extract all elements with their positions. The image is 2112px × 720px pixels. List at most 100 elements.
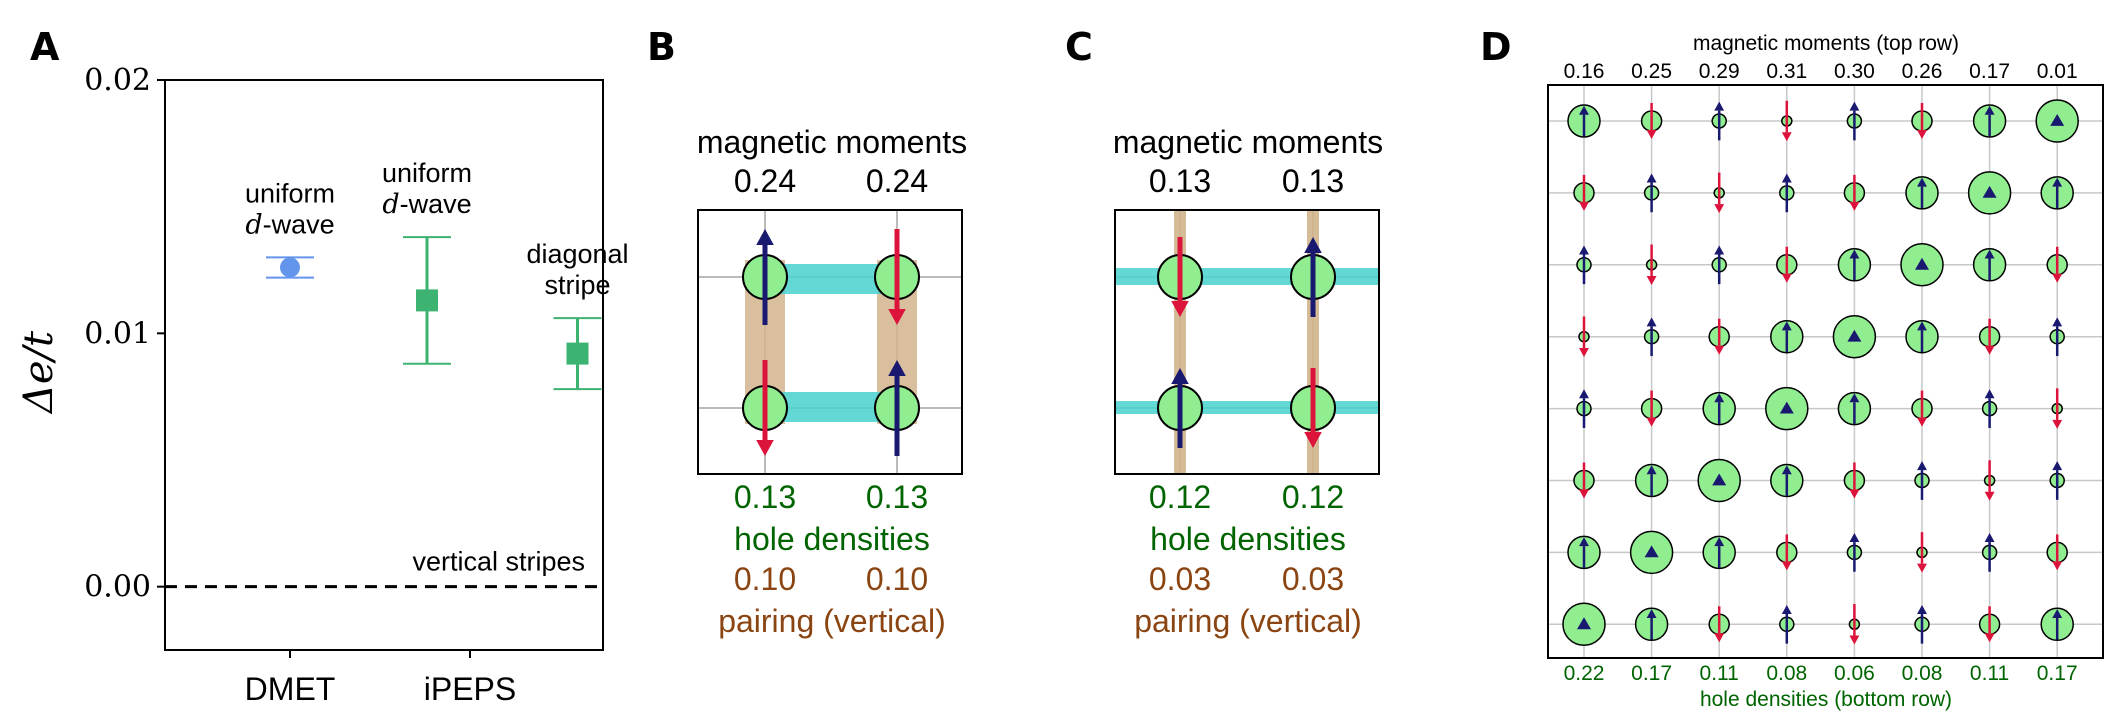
spin-arrow-head <box>1849 533 1860 543</box>
spin-arrow-down <box>2052 388 2063 429</box>
spin-arrow-down <box>1984 318 1995 355</box>
spin-arrow-up <box>888 360 906 456</box>
spin-arrow-down <box>1171 237 1189 317</box>
panel-d-bottom-value: 0.08 <box>1902 662 1943 685</box>
spin-arrow-head <box>2052 609 2063 618</box>
spin-arrow-up <box>1714 245 1725 285</box>
panel-b-pairing-2: 0.10 <box>866 561 928 597</box>
spin-arrow-up <box>1579 389 1589 428</box>
panel-a-point-label-line2: d-wave <box>245 209 334 240</box>
spin-arrow-down <box>1917 532 1927 573</box>
panel-a-y-ticks: 0.000.010.02 <box>84 63 165 605</box>
spin-small-up <box>1712 473 1727 486</box>
panel-d-frame <box>1547 84 2104 659</box>
spin-arrow-up <box>1646 465 1657 496</box>
spin-arrow-head <box>1781 132 1792 142</box>
spin-arrow-head <box>1304 432 1322 448</box>
spin-arrow-down <box>1646 103 1657 139</box>
panel-d-top-value: 0.31 <box>1766 60 1807 83</box>
panel-d-top-value: 0.26 <box>1902 60 1943 83</box>
spin-arrow-down <box>1714 318 1725 355</box>
spin-arrow-head <box>1917 604 1927 614</box>
spin-arrow-head <box>1984 345 1995 355</box>
spin-arrow-up <box>1714 537 1725 568</box>
panel-a-point-label-line1: diagonal <box>526 239 628 269</box>
panel-a-marker-square <box>566 342 589 365</box>
spin-arrow-down <box>1849 462 1860 499</box>
spin-arrow-head <box>1714 345 1725 355</box>
panel-c-density-1: 0.12 <box>1149 479 1211 515</box>
spin-arrow-head <box>1781 561 1792 571</box>
panel-a-label-italic: d <box>382 189 399 220</box>
spin-arrow-down <box>1646 244 1657 286</box>
panel-b-density-2: 0.13 <box>866 479 928 515</box>
spin-arrow-up <box>2052 609 2063 640</box>
panel-a-label-rest: -wave <box>263 209 335 239</box>
spin-arrow-head <box>888 309 906 325</box>
panel-c-pairing-1: 0.03 <box>1149 561 1211 597</box>
spin-arrow-down <box>1579 174 1589 211</box>
spin-arrow-up <box>1849 249 1860 281</box>
spin-small-up <box>1982 185 1997 198</box>
spin-arrow-head <box>1917 321 1927 331</box>
spin-arrow-up <box>1849 533 1860 572</box>
spin-arrow-head <box>1781 321 1792 331</box>
spin-small-up <box>1915 257 1929 270</box>
spin-arrow-up <box>1917 321 1927 352</box>
panel-d-top-value: 0.30 <box>1834 60 1875 83</box>
panel-a-x-tick-label: DMET <box>245 671 336 707</box>
spin-arrow-head <box>2052 177 2063 187</box>
spin-arrow-up <box>1849 101 1860 141</box>
panel-b-density-1: 0.13 <box>734 479 796 515</box>
spin-small-up <box>1577 617 1591 630</box>
panel-d-bottom-label: hole densities (bottom row) <box>1700 688 1952 711</box>
spin-arrow-head <box>1646 173 1657 183</box>
panel-a-y-tick-label: 0.00 <box>84 570 151 605</box>
spin-arrow-head <box>1646 276 1657 286</box>
spin-arrow-up <box>1646 173 1657 213</box>
panel-a-y-axis-label: Δe/t <box>16 330 62 415</box>
spin-arrow-down <box>1917 103 1927 139</box>
panel-a-label-rest: -wave <box>400 189 472 219</box>
spin-arrow-head <box>1984 105 1995 115</box>
spin-arrow-up <box>1917 177 1927 209</box>
spin-arrow-down <box>1781 246 1792 283</box>
spin-arrow-down <box>1646 390 1657 427</box>
spin-small-up <box>1779 401 1794 414</box>
spin-arrow-head <box>1849 393 1860 403</box>
panel-c-density-label: hole densities <box>1150 521 1346 557</box>
spin-arrow-head <box>1714 204 1725 214</box>
spin-arrow-head <box>1984 491 1995 501</box>
spin-arrow-head <box>1781 173 1792 183</box>
spin-arrow-up <box>1984 533 1995 572</box>
spin-small-up <box>1644 545 1659 558</box>
spin-arrow-head <box>1849 489 1860 499</box>
spin-arrow-up <box>1849 393 1860 424</box>
spin-arrow-head <box>1579 201 1589 211</box>
spin-arrow-down <box>1984 606 1995 643</box>
spin-arrow-up <box>1917 461 1927 500</box>
panel-d-bottom-value: 0.11 <box>1700 662 1739 685</box>
spin-arrow-down <box>1781 534 1792 571</box>
spin-small-up <box>1847 329 1862 342</box>
panel-a-point-label-line2: stripe <box>544 270 610 300</box>
spin-arrow-head <box>1917 130 1927 139</box>
panel-c-moment-2: 0.13 <box>1282 163 1344 199</box>
spin-small-up <box>2050 114 2065 126</box>
spin-arrow-head <box>1984 389 1995 399</box>
panel-a-x-ticks: DMET iPEPS <box>245 650 516 707</box>
panel-a-label-italic: d <box>245 209 262 240</box>
spin-arrow-head <box>1849 249 1860 259</box>
spin-arrow-up <box>1304 237 1322 317</box>
spin-arrow-up <box>2052 461 2063 500</box>
panel-d-bottom-value: 0.22 <box>1564 662 1605 685</box>
spin-arrow-head <box>1781 273 1792 283</box>
panel-d-bottom-value: 0.17 <box>1631 662 1672 685</box>
panel-b-moment-2: 0.24 <box>866 163 928 199</box>
panel-a-x-tick-label: iPEPS <box>424 671 516 707</box>
